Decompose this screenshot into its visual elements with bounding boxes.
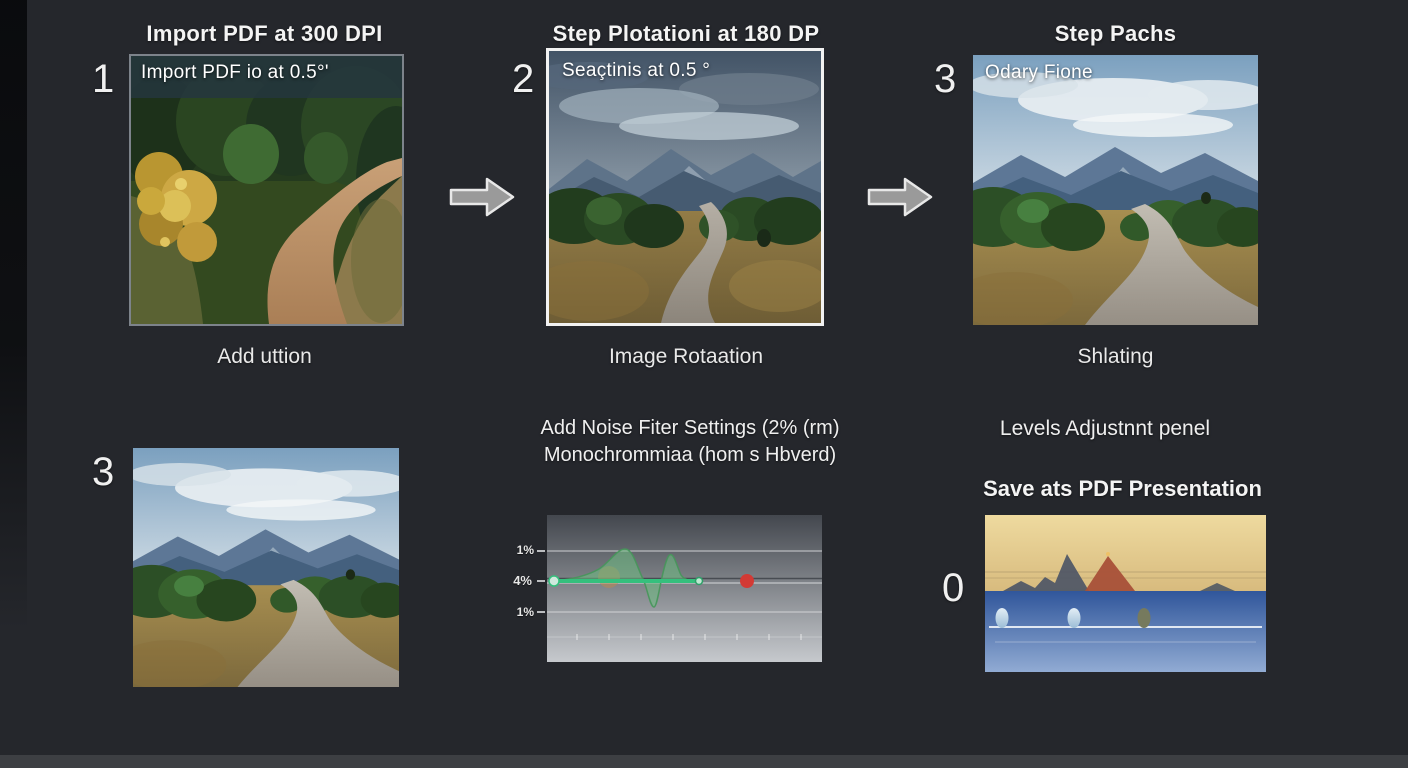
abstract-levels-graphic [985,515,1266,672]
step1-caption: Add uttion [217,345,312,368]
axis-tick-dash [537,550,545,552]
bright-valley-image [973,55,1258,325]
step1-number: 1 [92,57,115,101]
step3-image [973,55,1258,325]
save-pdf-heading: Save ats PDF Presentation [983,476,1262,501]
bottom-left-step-number: 3 [92,450,115,494]
step3-number: 3 [934,57,957,101]
noise-curve-plot [547,515,822,662]
levels-panel-image [985,515,1266,672]
noise-chart-ytick-mid: 4% [513,573,532,588]
moody-valley-image [549,51,821,323]
valley-landscape-image [133,448,399,687]
axis-tick-dash [537,580,545,582]
step1-image [129,54,404,326]
forest-road-image [131,56,402,324]
step2-caption: Image Rotaation [608,345,764,368]
step3-title: Step Pachs [1054,21,1177,46]
noise-settings-line1: Add Noise Fiter Settings (2% (rm) [540,417,840,439]
noise-chart-ytick-top: 1% [516,543,534,557]
step2-number: 2 [512,57,535,101]
step2-image [546,48,824,326]
step2-title: Step Plotationi at 180 DP [552,21,820,46]
bottom-edge-bar [0,755,1408,768]
bottom-left-image [133,448,399,687]
noise-settings-line2: Monochrommiaa (hom s Hbverd) [543,444,837,466]
left-edge-shade [0,0,27,630]
noise-chart-ytick-bottom: 1% [516,605,534,619]
noise-curve-chart [547,515,822,662]
step1-image-overlay-label: Import PDF io at 0.5°' [141,62,329,83]
step3-caption: Shlating [1077,345,1154,368]
levels-step-number: 0 [942,566,965,610]
step1-title: Import PDF at 300 DPI [146,21,383,46]
arrow-right-icon [449,177,515,217]
step3-image-overlay-label: Odary Fione [985,62,1093,83]
axis-tick-dash [537,611,545,613]
step2-image-overlay-label: Seaçtinis at 0.5 ° [562,60,711,81]
levels-adjust-heading: Levels Adjustnnt penel [999,417,1211,440]
arrow-right-icon [867,177,933,217]
